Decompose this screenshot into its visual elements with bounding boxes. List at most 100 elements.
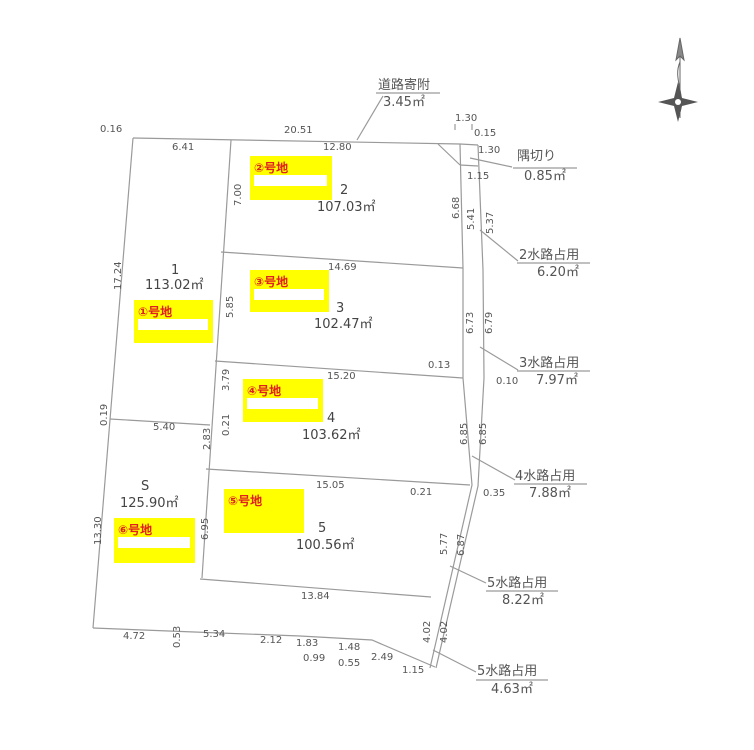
corner-cut-line [437,143,461,166]
dim-bottom-j: 1.15 [402,665,425,676]
w2-label: 2水路占用 [519,248,580,263]
dim-bottom-f: 0.99 [303,653,326,664]
leader-w4 [471,455,516,481]
leader-w5b [432,649,477,673]
lot-area-5: 100.56㎡ [296,538,355,553]
lot-badge-1: ①号地 [134,300,213,343]
w5a-label: 5水路占用 [487,576,548,591]
lot-number-6: S [141,479,150,494]
dim-bottom-c: 5.34 [203,629,226,640]
dim-6-95: 6.95 [200,517,211,540]
corner-label: 隅切り [517,149,557,164]
dim-top-main: 20.51 [284,125,313,136]
dim-top-left: 0.16 [100,124,123,135]
badge-label: ③号地 [254,275,289,289]
dim-6-85-a: 6.85 [459,422,470,445]
badge-blank [254,289,324,300]
dim-6-85-b: 6.85 [478,422,489,445]
dim-left-mid: 0.19 [99,403,110,426]
leader-w2 [479,229,519,262]
dim-bottom-i: 2.49 [371,652,394,663]
corner-area: 0.85㎡ [524,169,566,184]
dim-left-upper: 17.24 [113,261,124,290]
dim-2-83: 2.83 [202,427,213,450]
dim-6-87: 6.87 [456,533,467,556]
lot-badge-5: ⑤号地 [224,489,304,533]
compass-rose-icon [658,82,698,122]
dim-14-69: 14.69 [328,262,357,273]
dim-6-68: 6.68 [451,196,462,219]
dim-0-21-b: 0.21 [410,487,433,498]
dim-4-02-a: 4.02 [422,620,433,643]
lot-area-3: 102.47㎡ [314,317,373,332]
badge-blank [247,398,318,409]
lot-area-6: 125.90㎡ [120,496,179,511]
w3-area: 7.97㎡ [536,373,578,388]
lot-number-3: 3 [336,301,345,316]
dim-6-79: 6.79 [484,311,495,334]
w4-area: 7.88㎡ [529,486,571,501]
boundary-bottom [92,627,436,668]
lot-number-2: 2 [340,183,349,198]
dim-top-right-a: 1.30 [455,113,478,124]
dim-3-79: 3.79 [221,368,232,391]
lot-number-1: 1 [171,263,180,278]
lot-area-1: 113.02㎡ [145,278,204,293]
dim-6-73: 6.73 [465,311,476,334]
dim-left-lower: 13.30 [93,516,104,545]
dim-5-85: 5.85 [225,295,236,318]
lot-badge-2: ②号地 [250,156,332,200]
lot-number-4: 4 [327,411,336,426]
dim-7-00: 7.00 [233,183,244,206]
dim-bottom-b: 0.53 [172,625,183,648]
w3-label: 3水路占用 [519,356,580,371]
dim-right-small: 1.30 [478,145,501,156]
badge-label: ⑥号地 [118,523,153,537]
lot-badge-6: ⑥号地 [114,518,195,563]
leader-w5a [449,565,487,584]
badge-label: ⑤号地 [228,494,263,508]
dim-5-41: 5.41 [466,207,477,230]
w5b-label: 5水路占用 [477,664,538,679]
lot-line-2-3 [220,251,464,269]
dim-5-40: 5.40 [153,422,176,433]
w5b-area: 4.63㎡ [491,682,533,697]
badge-label: ②号地 [254,161,289,175]
leader-w3 [479,346,519,371]
lot-line-v [201,139,232,579]
badge-blank [138,319,208,330]
dim-0-35: 0.35 [483,488,506,499]
leader-road [356,95,384,141]
lot-line-3-4 [214,360,464,379]
lot-area-4: 103.62㎡ [302,428,361,443]
badge-blank [118,537,190,548]
road-area: 3.45㎡ [383,95,425,110]
channel-line [435,144,485,669]
dim-0-10: 0.10 [496,376,519,387]
w2-area: 6.20㎡ [537,265,579,280]
dim-top-right-b: 0.15 [474,128,497,139]
badge-label: ④号地 [247,384,282,398]
dim-5-37: 5.37 [485,211,496,234]
dim-0-13: 0.13 [428,360,451,371]
lot-line-1-s [109,418,211,426]
badge-blank [254,175,327,186]
lot-badge-4: ④号地 [243,379,323,422]
dim-15-05: 15.05 [316,480,345,491]
lot-area-2: 107.03㎡ [317,200,376,215]
badge-label: ①号地 [138,305,173,319]
lot-number-5: 5 [318,521,327,536]
dim-12-80: 12.80 [323,142,352,153]
dim-0-21-a: 0.21 [221,413,232,436]
dim-bottom-h: 0.55 [338,658,361,669]
road-label: 道路寄附 [378,78,431,93]
badge-blank [228,508,299,519]
lot-line-4-5 [205,468,471,486]
dim-bottom-e: 1.83 [296,638,319,649]
dim-bottom-g: 1.48 [338,642,361,653]
dim-5-77: 5.77 [439,532,450,555]
lot-badge-3: ③号地 [250,270,329,312]
leader-corner [469,157,513,168]
